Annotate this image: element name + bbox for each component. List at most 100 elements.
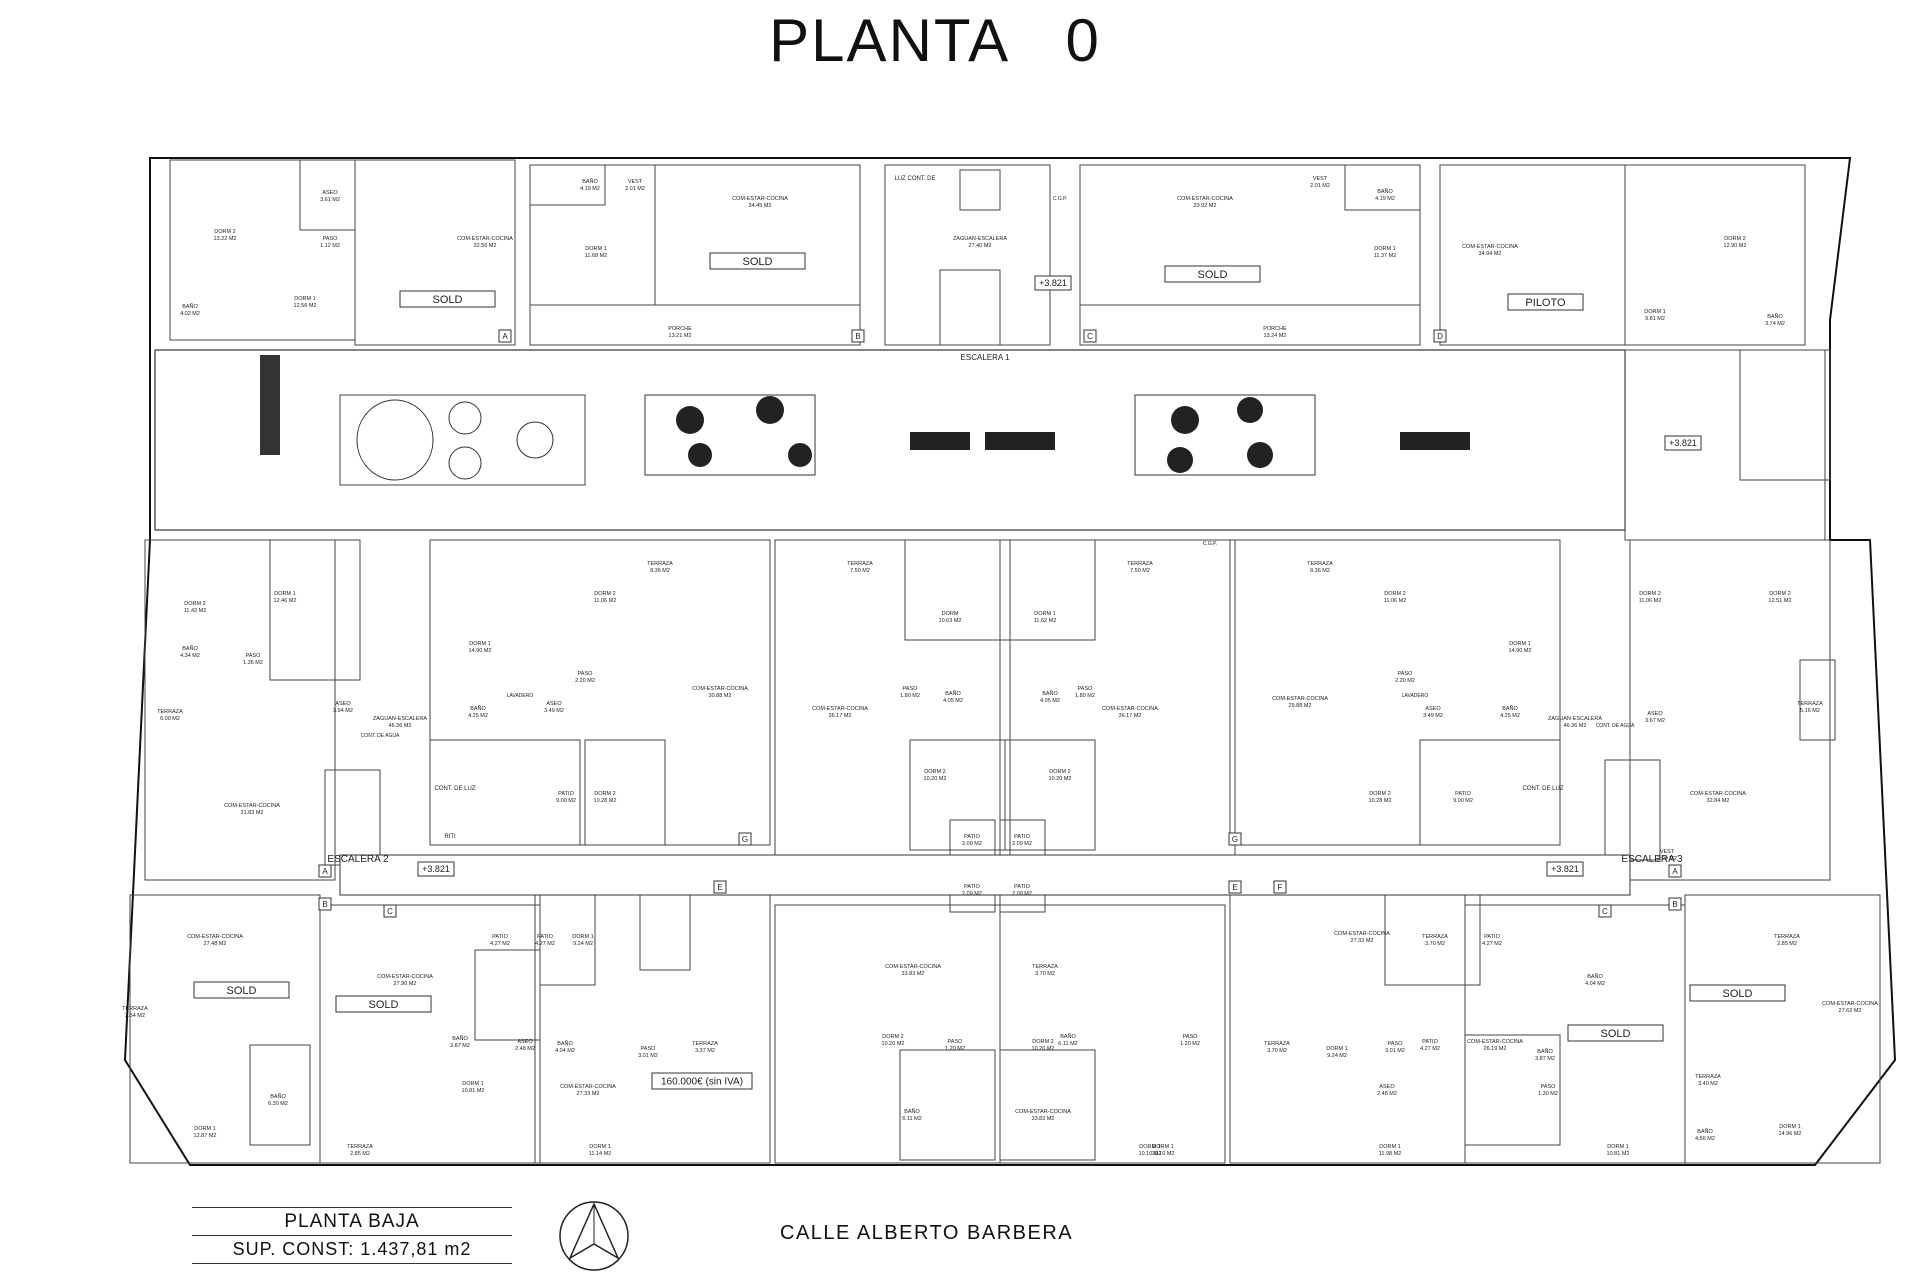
room-name: PORCHE	[668, 326, 692, 332]
room-name: PATIO	[964, 884, 980, 890]
room-name: DORM 1	[1034, 611, 1055, 617]
room-area: 1.30 M2	[1538, 1091, 1558, 1097]
unit-letter: D	[1437, 332, 1443, 341]
unit-letter: G	[1232, 835, 1238, 844]
room-name: DORM 1	[274, 591, 295, 597]
room-area: 9.00 M2	[556, 798, 576, 804]
room-name: ASEO	[1379, 1084, 1395, 1090]
room-name: TERRAZA	[1695, 1074, 1721, 1080]
room-name: DORM 1	[194, 1126, 215, 1132]
level-mark: +3.821	[422, 864, 450, 874]
room-area: 1.20 M2	[1180, 1041, 1200, 1047]
meter-label: CONT. DE AGUA	[361, 733, 400, 739]
room-name: PASO	[1541, 1084, 1557, 1090]
room-area: 4.27 M2	[490, 941, 510, 947]
level-mark-box	[1034, 275, 1072, 291]
room-area: 4.19 M2	[1375, 196, 1395, 202]
room-name: TERRAZA	[692, 1041, 718, 1047]
room-area: 10.20 M2	[1032, 1046, 1055, 1052]
room-name: PORCHE	[1263, 326, 1287, 332]
room-area: 8.36 M2	[1310, 568, 1330, 574]
room-area: 6.00 M2	[160, 716, 180, 722]
room-area: 11.06 M2	[1384, 598, 1407, 604]
level-mark-box	[1664, 435, 1702, 451]
room-area: 4.02 M2	[180, 311, 200, 317]
room-area: 27.62 M2	[1839, 1008, 1862, 1014]
room-name: TERRAZA	[647, 561, 673, 567]
room-area: 12.51 M2	[1769, 598, 1792, 604]
built-area: SUP. CONST: 1.437,81 m2	[192, 1235, 512, 1264]
room-name: DORM 1	[469, 641, 490, 647]
room-area: 34.45 M2	[749, 203, 772, 209]
room-area: 34.94 M2	[1479, 251, 1502, 257]
room-name: PASO	[948, 1039, 964, 1045]
room-area: 30.88 M2	[709, 693, 732, 699]
room-area: 11.98 M2	[1379, 1151, 1402, 1157]
room-name: BAÑO	[182, 303, 198, 310]
unit-letter-box	[1083, 329, 1097, 343]
room-name: DORM 2	[882, 1034, 903, 1040]
room-area: 12.90 M2	[1724, 243, 1747, 249]
room-name: COM-ESTAR-COCINA	[224, 803, 280, 809]
room-area: 1.36 M2	[243, 660, 263, 666]
sold-tag-box	[399, 290, 496, 308]
room-area: 5.16 M2	[1800, 708, 1820, 714]
room-area: 10.20 M2	[1049, 776, 1072, 782]
building-outline	[123, 157, 1897, 1166]
room-name: PASO	[641, 1046, 657, 1052]
room-name: DORM 1	[294, 296, 315, 302]
room-name: TERRAZA	[847, 561, 873, 567]
room-area: 31.83 M2	[241, 810, 264, 816]
room-area: 11.43 M2	[184, 608, 207, 614]
room-name: BAÑO	[1502, 705, 1518, 712]
room-name: BAÑO	[945, 690, 961, 697]
unit-letter-box	[713, 880, 727, 894]
room-name: TERRAZA	[122, 1006, 148, 1012]
room-name: COM-ESTAR-COCINA	[885, 964, 941, 970]
room-area: 1.12 M2	[320, 243, 340, 249]
room-name: PATIO	[1014, 834, 1030, 840]
sold-tag: SOLD	[227, 985, 257, 997]
cgp-label: C.G.P.	[1203, 541, 1217, 547]
room-area: 27.40 M2	[969, 243, 992, 249]
room-name: VEST	[1660, 849, 1675, 855]
room-name: ASEO	[1425, 706, 1441, 712]
room-name: BAÑO	[270, 1093, 286, 1100]
plan-title: PLANTA 0	[769, 7, 1101, 74]
room-area: 3.49 M2	[1423, 713, 1443, 719]
room-area: 27.48 M2	[204, 941, 227, 947]
unit-letter: C	[387, 907, 393, 916]
room-area: 10.10 M2	[1139, 1151, 1162, 1157]
room-area: 4.04 M2	[555, 1048, 575, 1054]
room-area: 2.85 M2	[1777, 941, 1797, 947]
room-name: TERRAZA	[1797, 701, 1823, 707]
room-name: COM-ESTAR-COCINA	[1334, 931, 1390, 937]
plan-name: PLANTA BAJA	[192, 1207, 512, 1235]
room-name: DORM 1	[572, 934, 593, 940]
sold-tag-box	[1689, 984, 1786, 1002]
unit-letter: C	[1087, 332, 1093, 341]
room-name: TERRAZA	[1307, 561, 1333, 567]
room-name: TERRAZA	[347, 1144, 373, 1150]
room-area: 13.22 M2	[214, 236, 237, 242]
room-name: DORM 2	[1369, 791, 1390, 797]
meter-label: CONT. DE AGUA	[1596, 723, 1635, 729]
room-area: 13.24 M2	[1264, 333, 1287, 339]
level-mark: +3.821	[1551, 864, 1579, 874]
room-name: BAÑO	[1587, 973, 1603, 980]
room-area: 4.27 M2	[535, 941, 555, 947]
room-area: 12.56 M2	[294, 303, 317, 309]
room-name: COM-ESTAR-COCINA	[1015, 1109, 1071, 1115]
riti-label: RITI	[444, 834, 456, 840]
room-name: DORM 2	[1049, 769, 1070, 775]
room-area: 3.67 M2	[1645, 718, 1665, 724]
room-area: 3.87 M2	[1535, 1056, 1555, 1062]
room-name: DORM 2	[1724, 236, 1745, 242]
unit-letter-box	[498, 329, 512, 343]
room-area: 4.27 M2	[1482, 941, 1502, 947]
unit-letter-box	[1598, 904, 1612, 918]
room-area: 7.50 M2	[850, 568, 870, 574]
unit-letter: A	[1672, 867, 1678, 876]
room-name: DORM 1	[1509, 641, 1530, 647]
room-area: 9.24 M2	[1327, 1053, 1347, 1059]
